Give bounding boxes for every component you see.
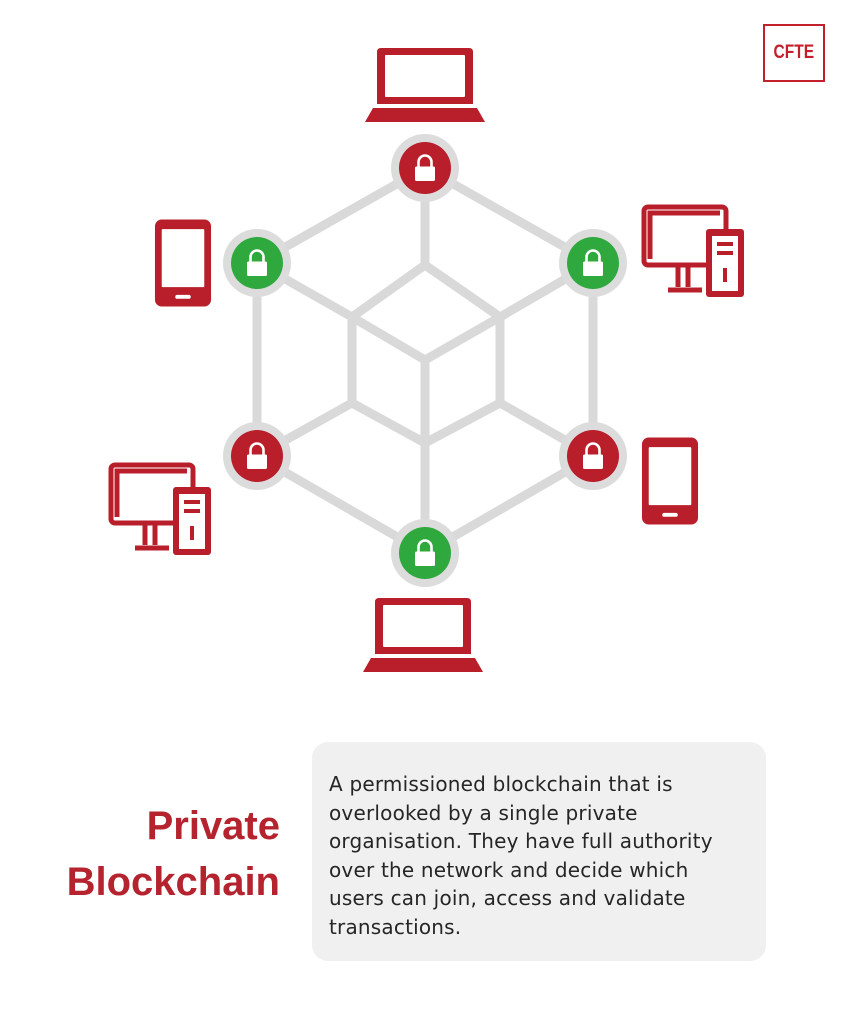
- mobile-phone-icon: [641, 437, 699, 525]
- connection-line: [420, 398, 505, 448]
- node-upper-left: [223, 229, 291, 297]
- connection-line: [347, 312, 430, 365]
- laptop-icon: [363, 598, 483, 672]
- node-bottom: [391, 519, 459, 587]
- connection-line: [347, 398, 430, 448]
- title-line-1: Private: [146, 804, 280, 848]
- network-connections: [252, 163, 598, 558]
- node-upper-right: [559, 229, 627, 297]
- page-title: Private Blockchain: [40, 798, 280, 910]
- description-text: A permissioned blockchain that is overlo…: [329, 772, 713, 939]
- connection-line: [420, 260, 505, 322]
- node-top: [391, 134, 459, 202]
- description-card: A permissioned blockchain that is overlo…: [312, 742, 766, 961]
- mobile-phone-icon: [154, 219, 212, 307]
- desktop-computer-icon: [111, 465, 211, 555]
- desktop-computer-icon: [644, 207, 744, 297]
- connection-line: [420, 312, 505, 365]
- cfte-logo: CFTE: [763, 24, 825, 82]
- blockchain-network-diagram: [0, 48, 853, 672]
- logo-text: CFTE: [773, 42, 815, 63]
- node-lower-right: [559, 422, 627, 490]
- node-lower-left: [223, 422, 291, 490]
- title-line-2: Blockchain: [66, 860, 280, 904]
- laptop-icon: [365, 48, 485, 122]
- connection-line: [347, 260, 430, 322]
